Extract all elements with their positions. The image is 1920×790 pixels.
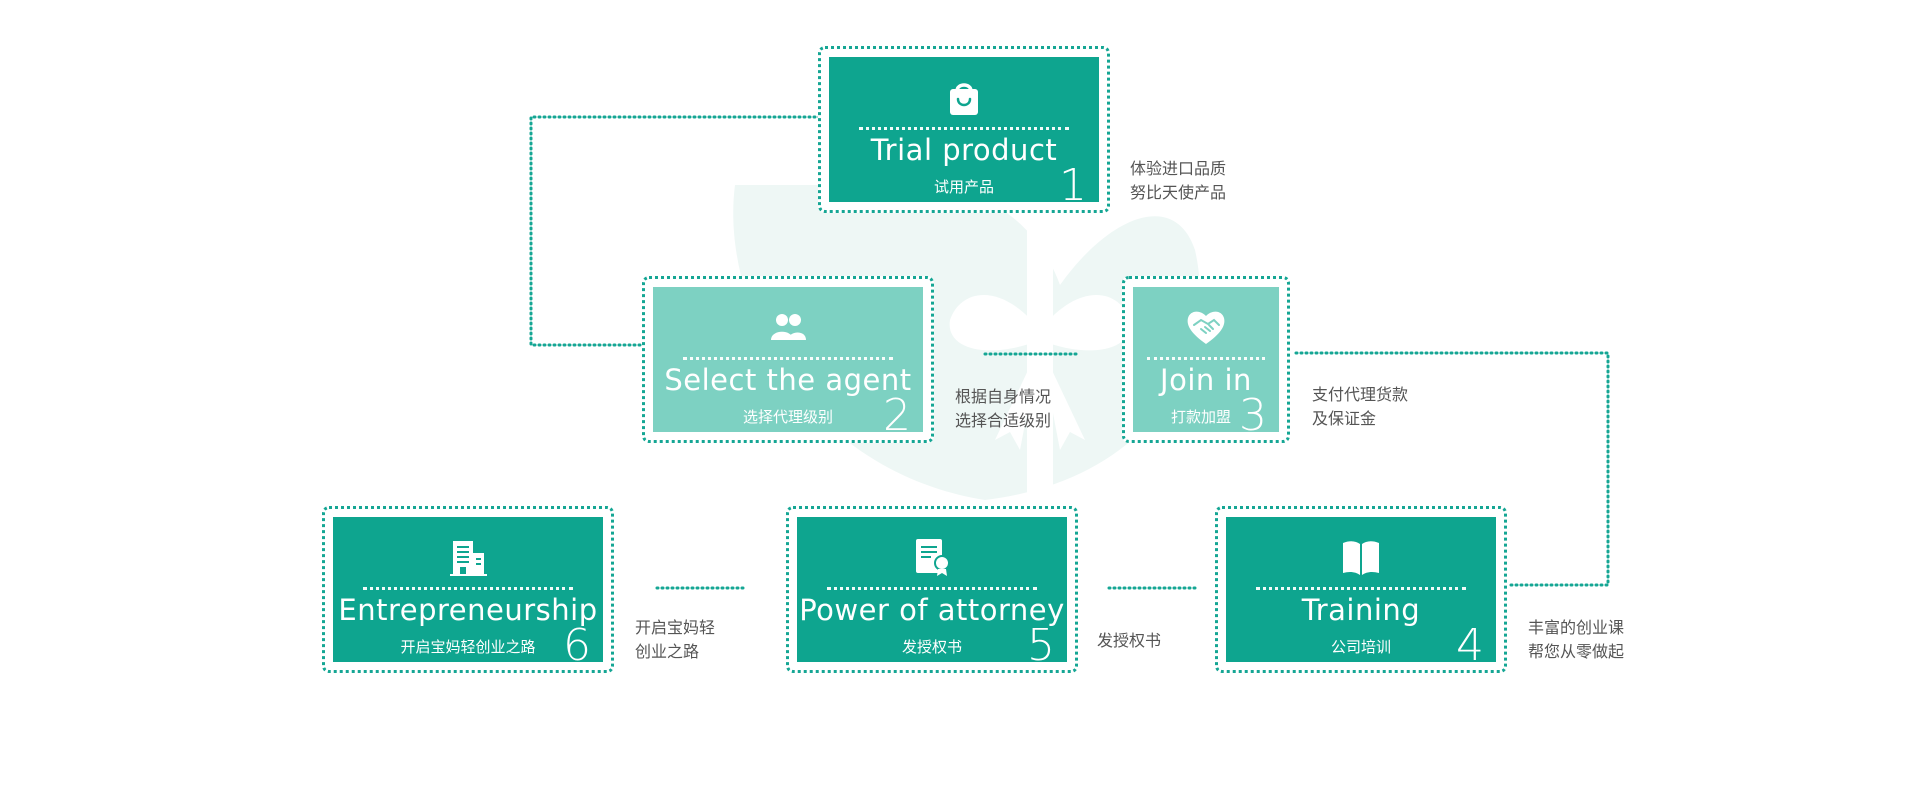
step-card-power-of-attorney: Power of attorney 发授权书 5	[786, 506, 1078, 673]
step-title: Training	[1301, 593, 1421, 627]
step-panel: Join in 打款加盟 3	[1133, 287, 1279, 432]
step-subtitle: 选择代理级别	[742, 409, 833, 426]
step-subtitle: 发授权书	[901, 639, 962, 656]
step-card-training: Training 公司培训 4	[1215, 506, 1507, 673]
note-line: 体验进口品质	[1130, 161, 1227, 178]
step-panel: Select the agent 选择代理级别 2	[653, 287, 923, 432]
step-subtitle: 开启宝妈轻创业之路	[400, 639, 536, 656]
note-line: 创业之路	[635, 644, 700, 661]
step-note-2: 根据自身情况 选择合适级别	[955, 386, 1051, 434]
step-note-1: 体验进口品质 努比天使产品	[1130, 158, 1226, 206]
note-line: 根据自身情况	[955, 389, 1052, 406]
note-line: 及保证金	[1312, 411, 1377, 428]
step-subtitle: 打款加盟	[1171, 409, 1232, 426]
step-note-3: 支付代理货款 及保证金	[1312, 384, 1408, 432]
note-line: 发授权书	[1097, 633, 1162, 650]
step-number: 5	[1027, 620, 1055, 663]
book-icon	[1343, 541, 1379, 575]
heart-handshake-icon	[1187, 311, 1225, 344]
step-note-6: 开启宝妈轻 创业之路	[635, 617, 715, 665]
connector-lines	[529, 115, 1610, 590]
note-line: 选择合适级别	[955, 413, 1052, 430]
step-divider	[683, 357, 893, 360]
step-title: Entrepreneurship	[338, 593, 598, 627]
step-panel: Training 公司培训 4	[1226, 517, 1496, 662]
step-title: Trial product	[870, 133, 1058, 167]
note-line: 支付代理货款	[1312, 387, 1409, 404]
step-divider	[827, 587, 1037, 590]
step-subtitle: 试用产品	[933, 179, 994, 196]
note-line: 开启宝妈轻	[635, 620, 716, 637]
note-line: 帮您从零做起	[1528, 644, 1625, 661]
step-divider	[363, 587, 573, 590]
note-line: 努比天使产品	[1130, 185, 1227, 202]
certificate-icon	[916, 539, 950, 576]
step-card-select-agent: Select the agent 选择代理级别 2	[642, 276, 934, 443]
step-panel: Power of attorney 发授权书 5	[797, 517, 1067, 662]
step-panel: Trial product 试用产品 1	[829, 57, 1099, 202]
step-number: 4	[1456, 620, 1484, 663]
connector-3-to-4	[1294, 351, 1610, 587]
step-note-5: 发授权书	[1097, 630, 1161, 654]
step-note-4: 丰富的创业课 帮您从零做起	[1528, 617, 1624, 665]
note-line: 丰富的创业课	[1528, 620, 1625, 637]
shopping-bag-icon	[950, 83, 978, 115]
step-divider	[1147, 357, 1265, 360]
step-number: 1	[1059, 160, 1087, 203]
step-title: Select the agent	[664, 363, 912, 397]
step-panel: Entrepreneurship 开启宝妈轻创业之路 6	[333, 517, 603, 662]
step-number: 2	[883, 390, 911, 433]
step-divider	[1256, 587, 1466, 590]
step-card-join-in: Join in 打款加盟 3	[1122, 276, 1290, 443]
step-subtitle: 公司培训	[1330, 639, 1391, 656]
connector-1-to-2	[529, 115, 822, 347]
people-icon	[771, 314, 806, 340]
step-number: 6	[563, 620, 591, 663]
building-icon	[450, 541, 487, 576]
step-card-trial-product: Trial product 试用产品 1	[818, 46, 1110, 213]
step-title: Power of attorney	[799, 593, 1065, 627]
step-divider	[859, 127, 1069, 130]
step-title: Join in	[1160, 363, 1252, 397]
step-card-entrepreneurship: Entrepreneurship 开启宝妈轻创业之路 6	[322, 506, 614, 673]
step-number: 3	[1239, 390, 1267, 433]
